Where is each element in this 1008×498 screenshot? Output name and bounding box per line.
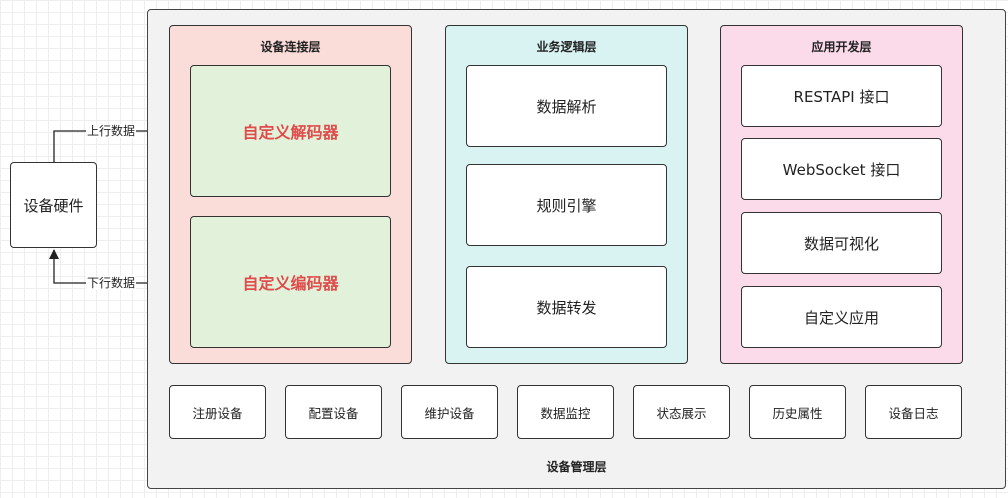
history-attributes-label: 历史属性 — [772, 405, 823, 421]
data-monitoring-label: 数据监控 — [540, 405, 591, 421]
device-log-box[interactable]: 设备日志 — [865, 385, 962, 439]
device-hardware-box[interactable]: 设备硬件 — [10, 162, 97, 248]
restapi-interface-box[interactable]: RESTAPI 接口 — [741, 65, 942, 127]
device-hardware-label: 设备硬件 — [23, 196, 84, 215]
history-attributes-box[interactable]: 历史属性 — [749, 385, 846, 439]
device-connection-layer-title: 设备连接层 — [260, 40, 321, 54]
status-display-box[interactable]: 状态展示 — [633, 385, 730, 439]
register-device-label: 注册设备 — [192, 405, 243, 421]
custom-encoder-box[interactable]: 自定义编码器 — [190, 216, 391, 348]
custom-decoder-label: 自定义解码器 — [242, 123, 339, 142]
maintain-device-label: 维护设备 — [424, 405, 475, 421]
custom-application-label: 自定义应用 — [803, 308, 879, 327]
data-monitoring-box[interactable]: 数据监控 — [517, 385, 614, 439]
websocket-interface-box[interactable]: WebSocket 接口 — [741, 138, 942, 200]
downlink-arrow — [49, 249, 189, 284]
data-parsing-label: 数据解析 — [536, 97, 597, 116]
device-management-layer-title: 设备管理层 — [546, 460, 607, 474]
device-log-label: 设备日志 — [888, 405, 939, 421]
maintain-device-box[interactable]: 维护设备 — [401, 385, 498, 439]
data-parsing-box[interactable]: 数据解析 — [466, 65, 667, 147]
custom-decoder-box[interactable]: 自定义解码器 — [190, 65, 391, 197]
data-forwarding-box[interactable]: 数据转发 — [466, 266, 667, 348]
data-visualization-label: 数据可视化 — [803, 234, 879, 253]
uplink-label: 上行数据 — [86, 124, 137, 138]
configure-device-box[interactable]: 配置设备 — [285, 385, 382, 439]
downlink-label: 下行数据 — [86, 276, 137, 290]
configure-device-label: 配置设备 — [308, 405, 359, 421]
rule-engine-label: 规则引擎 — [536, 196, 597, 215]
data-forwarding-label: 数据转发 — [536, 298, 597, 317]
register-device-box[interactable]: 注册设备 — [169, 385, 266, 439]
business-logic-layer-title: 业务逻辑层 — [536, 40, 597, 54]
status-display-label: 状态展示 — [656, 405, 707, 421]
data-visualization-box[interactable]: 数据可视化 — [741, 212, 942, 274]
application-development-layer-title: 应用开发层 — [811, 40, 872, 54]
rule-engine-box[interactable]: 规则引擎 — [466, 164, 667, 246]
websocket-interface-label: WebSocket 接口 — [782, 160, 901, 179]
custom-encoder-label: 自定义编码器 — [242, 274, 339, 293]
custom-application-box[interactable]: 自定义应用 — [741, 286, 942, 348]
uplink-arrow — [53, 126, 190, 162]
restapi-interface-label: RESTAPI 接口 — [793, 87, 890, 106]
